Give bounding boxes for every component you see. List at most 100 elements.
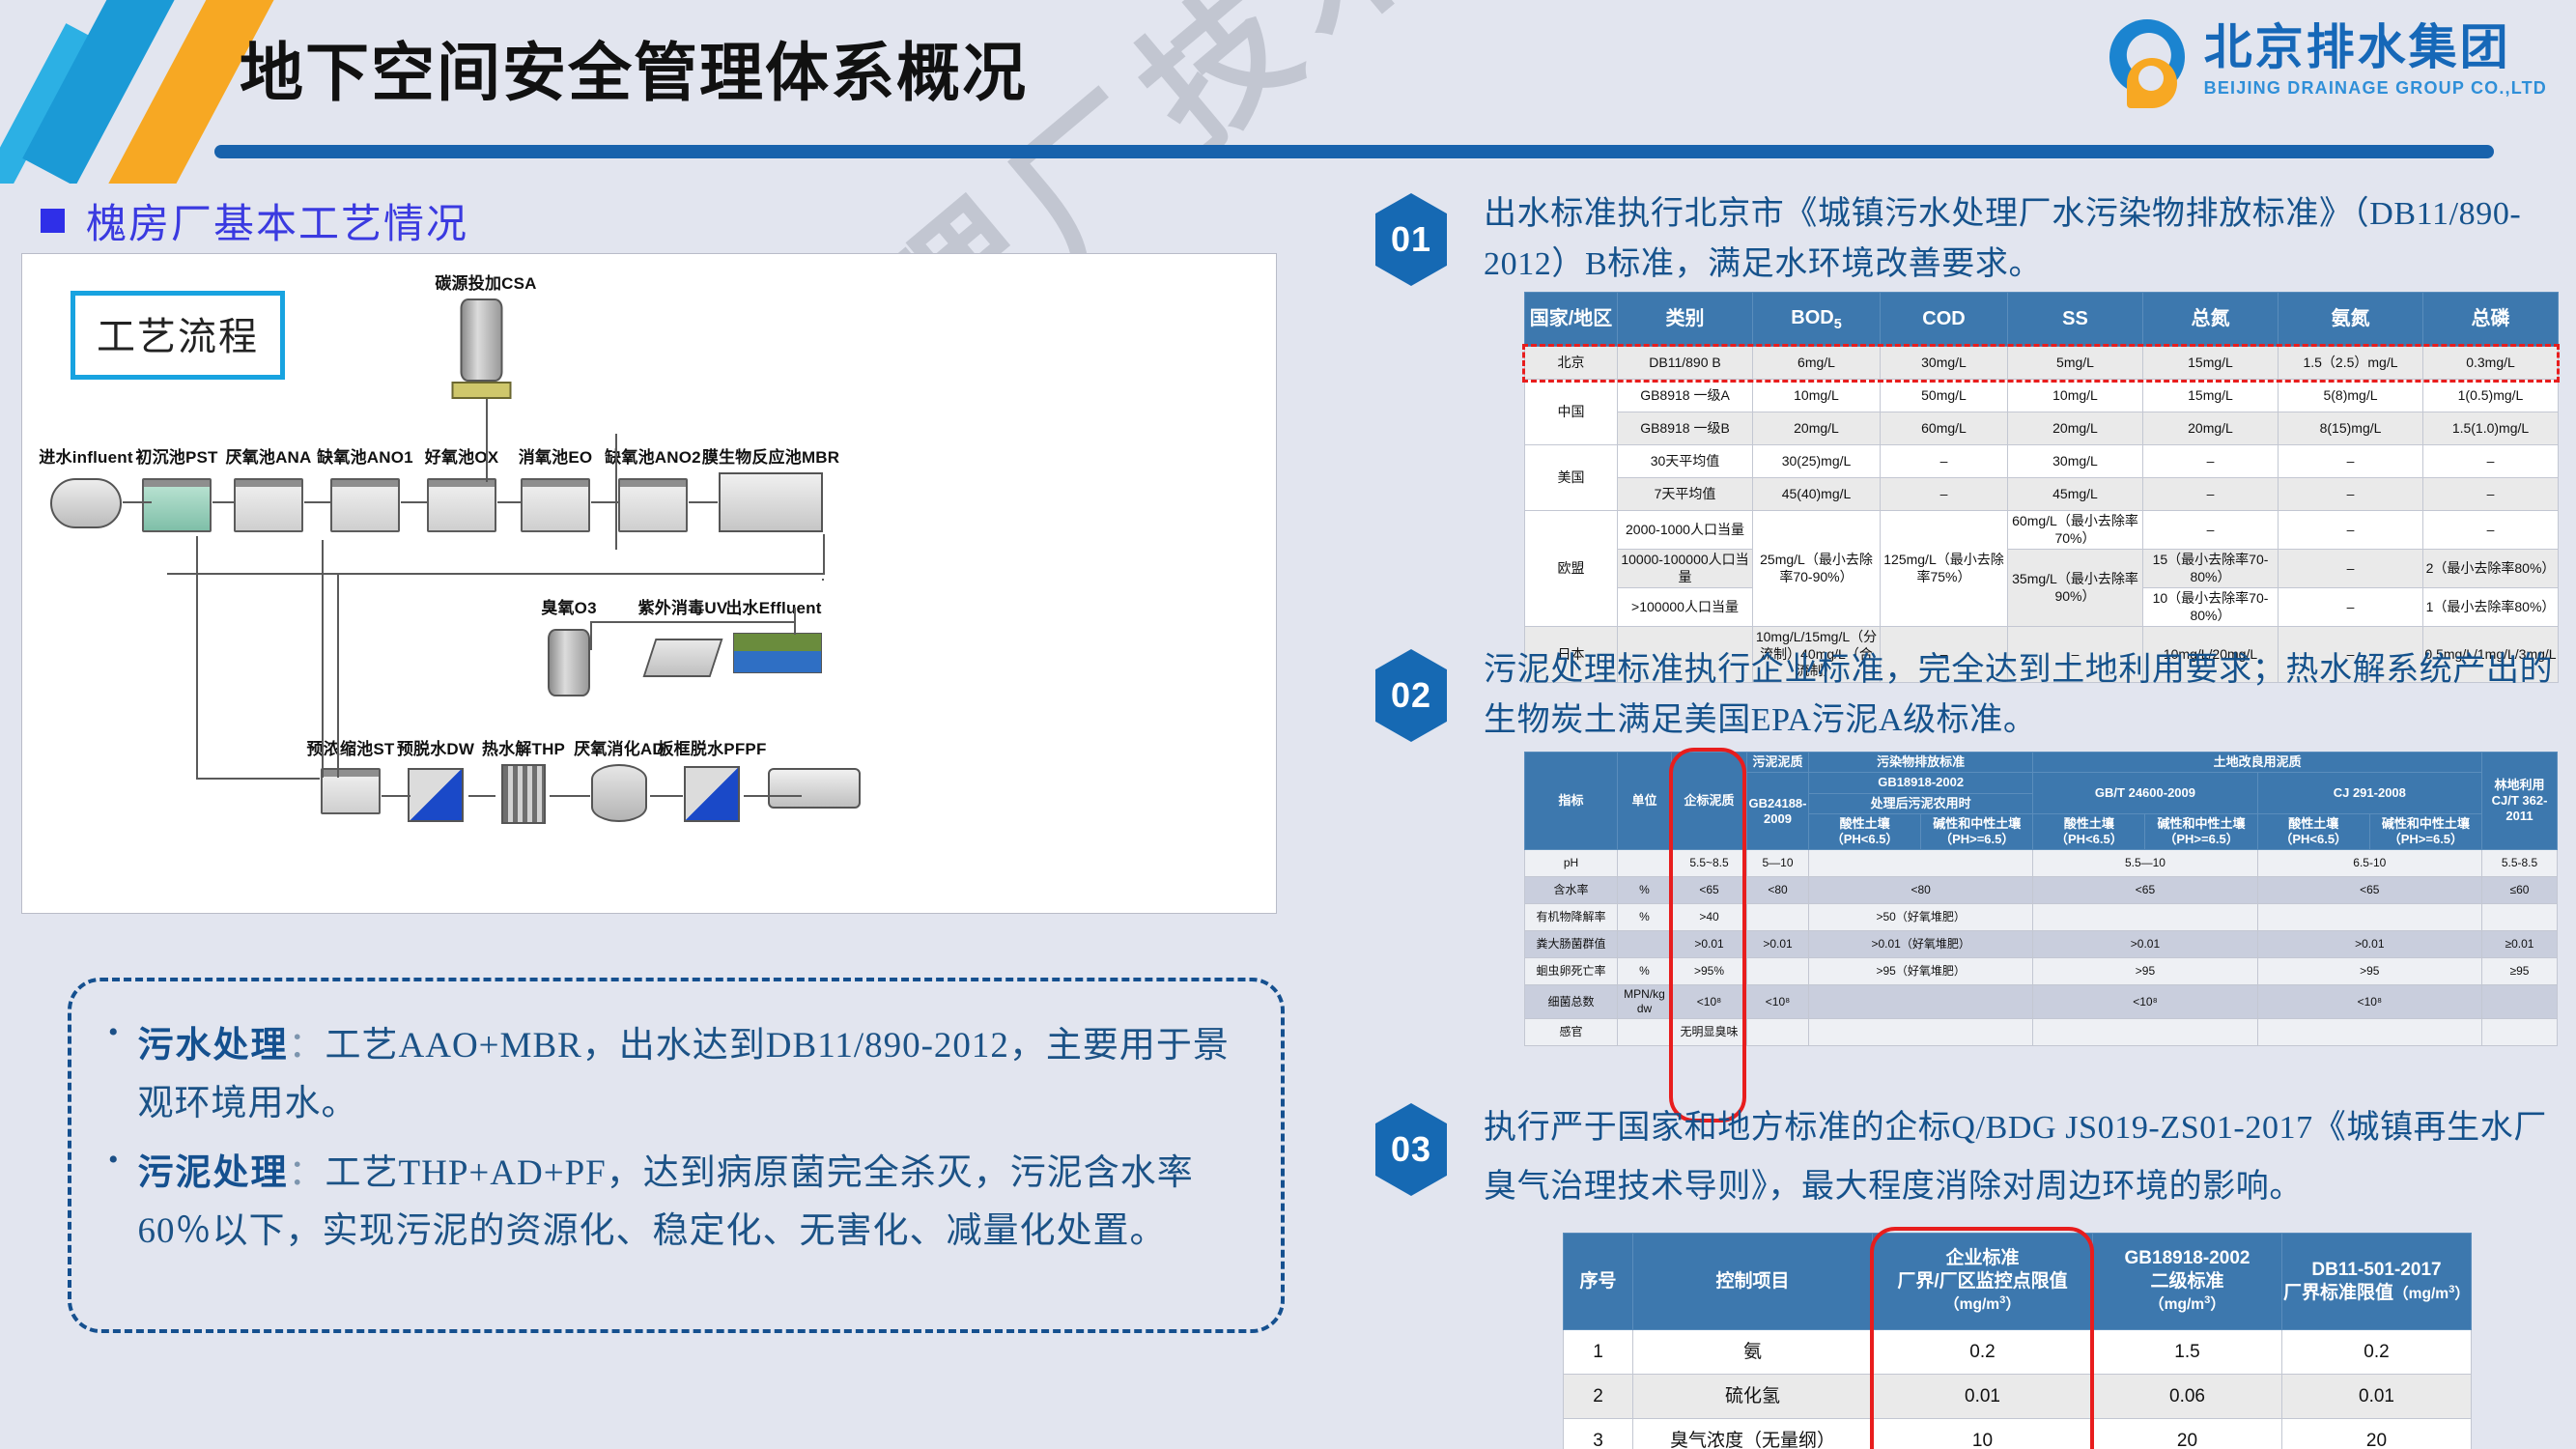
cell: 10000-100000人口当量 xyxy=(1617,549,1753,588)
cell-indicator: pH xyxy=(1524,849,1618,878)
unit-ana xyxy=(234,478,303,532)
flow-label-ozone: 臭氧O3 xyxy=(541,599,597,617)
cell: >95 xyxy=(2256,957,2483,986)
cell: 0.06 xyxy=(2092,1374,2282,1419)
unit-ox xyxy=(427,478,496,532)
title-underline xyxy=(214,145,2494,158)
flow-connector xyxy=(794,608,796,635)
cell-indicator: 蛔虫卵死亡率 xyxy=(1524,957,1618,986)
cell: 30mg/L xyxy=(2007,444,2143,478)
process-flow-diagram: 工艺流程 碳源投加CSA 进水influent 初沉池PST 厌氧池ANA 缺氧… xyxy=(21,253,1277,914)
th-gb24188: GB24188-2009 xyxy=(1746,772,1809,851)
th-bod5: BOD5 xyxy=(1752,292,1881,347)
th-unit: 单位 xyxy=(1617,751,1672,851)
th-region: 国家/地区 xyxy=(1524,292,1618,347)
cell: >95（好氧堆肥） xyxy=(1807,957,2034,986)
cell-unit: % xyxy=(1617,876,1672,905)
cell xyxy=(1746,957,1809,986)
cell: 45mg/L xyxy=(2007,477,2143,511)
unit-ano2 xyxy=(618,478,688,532)
cell: 10 xyxy=(1872,1418,2093,1449)
table-row: 细菌总数 MPN/kg dw <10⁸ <10⁸ <10⁸ <10⁸ xyxy=(1524,984,2558,1020)
cell: – xyxy=(2142,510,2279,550)
cell: ≥0.01 xyxy=(2481,930,2558,959)
section-text-02: 污泥处理标准执行企业标准，完全达到土地利用要求；热水解系统产出的生物炭土满足美国… xyxy=(1484,652,2554,738)
cell: >40 xyxy=(1671,903,1747,932)
bullet-sludge: • 污泥处理：工艺THP+AD+PF，达到病原菌完全杀灭，污泥含水率60％以下，… xyxy=(108,1144,1248,1261)
cell: <10⁸ xyxy=(2256,984,2483,1020)
flow-connector xyxy=(196,536,198,778)
cell: – xyxy=(1880,477,2008,511)
unit-uv xyxy=(642,639,723,677)
section-badge-03: 03 xyxy=(1375,1103,1447,1196)
cell: 10（最小去除率70-80%） xyxy=(2142,587,2279,627)
table-odor-standards: 序号 控制项目 企业标准厂界/厂区监控点限值（mg/m3） GB18918-20… xyxy=(1563,1233,2472,1449)
cell xyxy=(2032,1018,2258,1047)
cell: 15mg/L xyxy=(2142,346,2279,380)
cell: 20mg/L xyxy=(2007,412,2143,445)
bullet-colon: ： xyxy=(288,1026,326,1065)
table-body: 1 氨 0.2 1.5 0.2 2 硫化氢 0.01 0.06 0.01 3 臭… xyxy=(1563,1329,2472,1449)
cell xyxy=(2256,903,2483,932)
cell xyxy=(2481,1018,2558,1047)
table-body: 北京 DB11/890 B 6mg/L 30mg/L 5mg/L 15mg/L … xyxy=(1524,346,2559,683)
th-cjt362: CJ/T 362-2011 xyxy=(2491,793,2548,824)
flow-connector xyxy=(401,501,427,503)
cell: 10mg/L/15mg/L（分流制）40mg/L（合流制） xyxy=(1752,626,1881,683)
cell-indicator: 粪大肠菌群值 xyxy=(1524,930,1618,959)
table-row: 7天平均值 45(40)mg/L – 45mg/L – – – xyxy=(1525,477,2559,511)
cell-region: 北京 xyxy=(1524,346,1618,380)
cell: 6mg/L xyxy=(1752,346,1881,380)
cell: >95% xyxy=(1671,957,1747,986)
th-gb18918: GB18918-2002 xyxy=(1807,772,2034,794)
th-soil-acid-3: 酸性土壤（PH<6.5） xyxy=(2256,812,2370,851)
cell: – xyxy=(2422,444,2559,478)
cell: ≥95 xyxy=(2481,957,2558,986)
unit-mbr xyxy=(719,472,823,532)
flow-connector xyxy=(590,621,592,650)
bullet-colon: ： xyxy=(288,1153,326,1193)
flow-connector xyxy=(123,501,152,503)
cell: <10⁸ xyxy=(1746,984,1809,1020)
cell-unit: % xyxy=(1617,903,1672,932)
cell: 10mg/L xyxy=(2007,379,2143,412)
cell: 60mg/L（最小去除率70%） xyxy=(2007,510,2143,550)
cell: – xyxy=(2422,510,2559,550)
th-category: 类别 xyxy=(1617,292,1753,347)
cell: 125mg/L（最小去除率75%） xyxy=(1880,510,2008,627)
unit-pfpf xyxy=(684,766,740,822)
cell: 20 xyxy=(2092,1418,2282,1449)
th-control-item: 控制项目 xyxy=(1632,1233,1873,1330)
th-soil-acid-1: 酸性土壤（PH<6.5） xyxy=(1807,812,1922,851)
table-body: pH 5.5~8.5 5—10 5.5—10 6.5-10 5.5-8.5 含水… xyxy=(1524,849,2558,1047)
th-group-forest-label: 林地利用 xyxy=(2494,777,2545,792)
table-row: 3 臭气浓度（无量纲） 10 20 20 xyxy=(1563,1418,2472,1449)
flow-connector xyxy=(196,778,320,780)
table-header-row: GB24188-2009 GB18918-2002 GB/T 24600-200… xyxy=(1525,772,2558,851)
flow-label-dw: 预脱水DW xyxy=(396,740,475,758)
table-sludge-standards: 指标 单位 企标泥质 污泥泥质 污染物排放标准 土地改良用泥质 林地利用 CJ/… xyxy=(1524,751,2558,1047)
table-row: 2 硫化氢 0.01 0.06 0.01 xyxy=(1563,1374,2472,1419)
cell: 5.5—10 xyxy=(2032,849,2258,878)
cell: 1（最小去除率80%） xyxy=(2422,587,2559,627)
company-logo: 北京排水集团 BEIJING DRAINAGE GROUP CO.,LTD xyxy=(2106,15,2547,108)
table-header-row: 指标 单位 企标泥质 污泥泥质 污染物排放标准 土地改良用泥质 林地利用 CJ/… xyxy=(1524,751,2558,851)
cell-indicator: 细菌总数 xyxy=(1524,984,1618,1020)
flow-connector xyxy=(823,534,825,575)
table-row: 北京 DB11/890 B 6mg/L 30mg/L 5mg/L 15mg/L … xyxy=(1524,346,2559,380)
subheading-label: 槐房厂基本工艺情况 xyxy=(86,203,469,247)
cell: GB8918 一级B xyxy=(1617,412,1753,445)
th-soil-alk-1: 碱性和中性土壤（PH>=6.5） xyxy=(1920,812,2034,851)
flow-connector xyxy=(822,579,824,581)
cell: 硫化氢 xyxy=(1632,1374,1873,1419)
cell: 0.01 xyxy=(1872,1374,2093,1419)
cell: <10⁸ xyxy=(1671,984,1747,1020)
flow-divider xyxy=(615,434,617,550)
cell: – xyxy=(2007,626,2143,683)
table-header-row: 国家/地区 类别 BOD5 COD SS 总氮 氨氮 总磷 xyxy=(1524,292,2559,347)
flow-label-thp: 热水解THP xyxy=(481,740,566,758)
cell: 1 xyxy=(1563,1329,1633,1375)
cell: 5.5-8.5 xyxy=(2481,849,2558,878)
cell: 2 xyxy=(1563,1374,1633,1419)
flow-label-ano1: 缺氧池ANO1 xyxy=(317,448,413,467)
